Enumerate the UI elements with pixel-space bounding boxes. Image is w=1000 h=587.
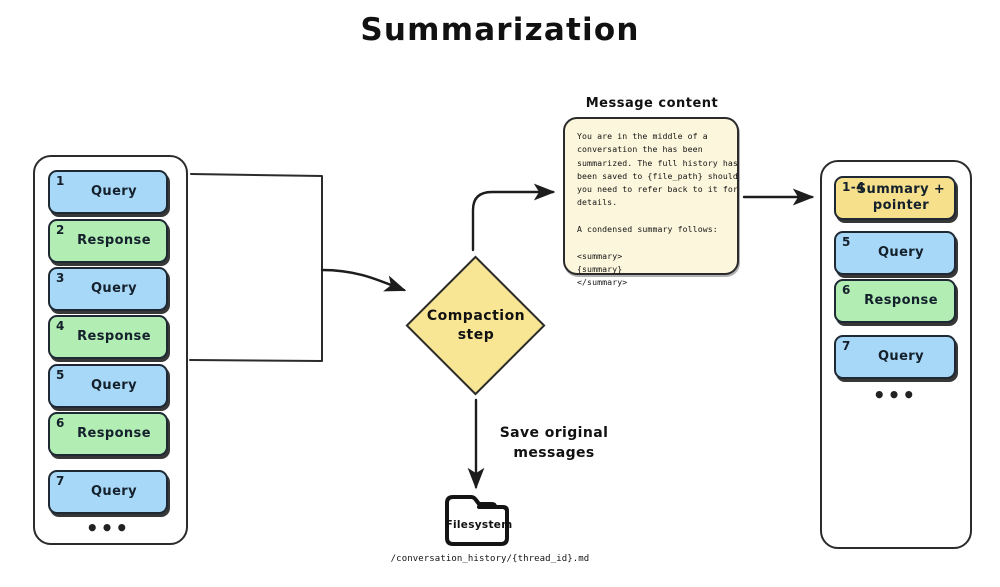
after-message-7-number: 7 (842, 339, 851, 353)
before-message-4-number: 4 (56, 319, 65, 333)
after-message-5[interactable]: 5 Query (834, 231, 956, 275)
bracket-to-compaction-arrow (320, 268, 407, 292)
after-message-6-number: 6 (842, 283, 851, 297)
after-message-5-number: 5 (842, 235, 851, 249)
after-message-7[interactable]: 7 Query (834, 335, 956, 379)
after-message-7-label: Query (877, 348, 924, 364)
compaction-to-message-arrow (471, 183, 556, 252)
after-message-summary[interactable]: 1-4 Summary +pointer (834, 176, 956, 220)
before-message-4-label: Response (77, 328, 151, 344)
before-message-1-number: 1 (56, 174, 65, 188)
before-message-2-label: Response (77, 232, 151, 248)
message-content-label: Message content (585, 96, 719, 111)
before-message-5-number: 5 (56, 368, 65, 382)
before-message-5[interactable]: 5 Query (48, 364, 168, 408)
after-message-5-label: Query (877, 244, 924, 260)
message-content-body: You are in the middle of a conversation … (577, 131, 738, 288)
before-message-1[interactable]: 1 Query (48, 170, 168, 214)
filesystem-path-caption: /conversation_history/{thread_id}.md (390, 554, 590, 564)
page-title: Summarization (360, 12, 640, 48)
after-ellipsis: ••• (872, 383, 918, 407)
after-message-summary-label: Summary +pointer (856, 181, 946, 213)
before-message-3-label: Query (90, 280, 137, 296)
before-message-7[interactable]: 7 Query (48, 470, 168, 514)
message-content-card: You are in the middle of a conversation … (563, 117, 739, 287)
before-message-3[interactable]: 3 Query (48, 267, 168, 311)
before-message-2-number: 2 (56, 223, 65, 237)
before-message-4[interactable]: 4 Response (48, 315, 168, 359)
filesystem-folder-icon[interactable] (443, 492, 515, 548)
before-message-1-label: Query (90, 183, 137, 199)
before-message-7-label: Query (90, 483, 137, 499)
after-message-6[interactable]: 6 Response (834, 279, 956, 323)
before-message-3-number: 3 (56, 271, 65, 285)
before-message-6-label: Response (77, 425, 151, 441)
after-message-summary-number: 1-4 (842, 180, 865, 194)
before-message-7-number: 7 (56, 474, 65, 488)
before-message-5-label: Query (90, 377, 137, 393)
before-bracket-connector (189, 173, 323, 362)
before-message-2[interactable]: 2 Response (48, 219, 168, 263)
filesystem-folder-label: Filesystem (445, 519, 513, 531)
before-message-6[interactable]: 6 Response (48, 412, 168, 456)
after-message-6-label: Response (864, 292, 938, 308)
before-message-6-number: 6 (56, 416, 65, 430)
before-ellipsis: ••• (85, 516, 131, 540)
